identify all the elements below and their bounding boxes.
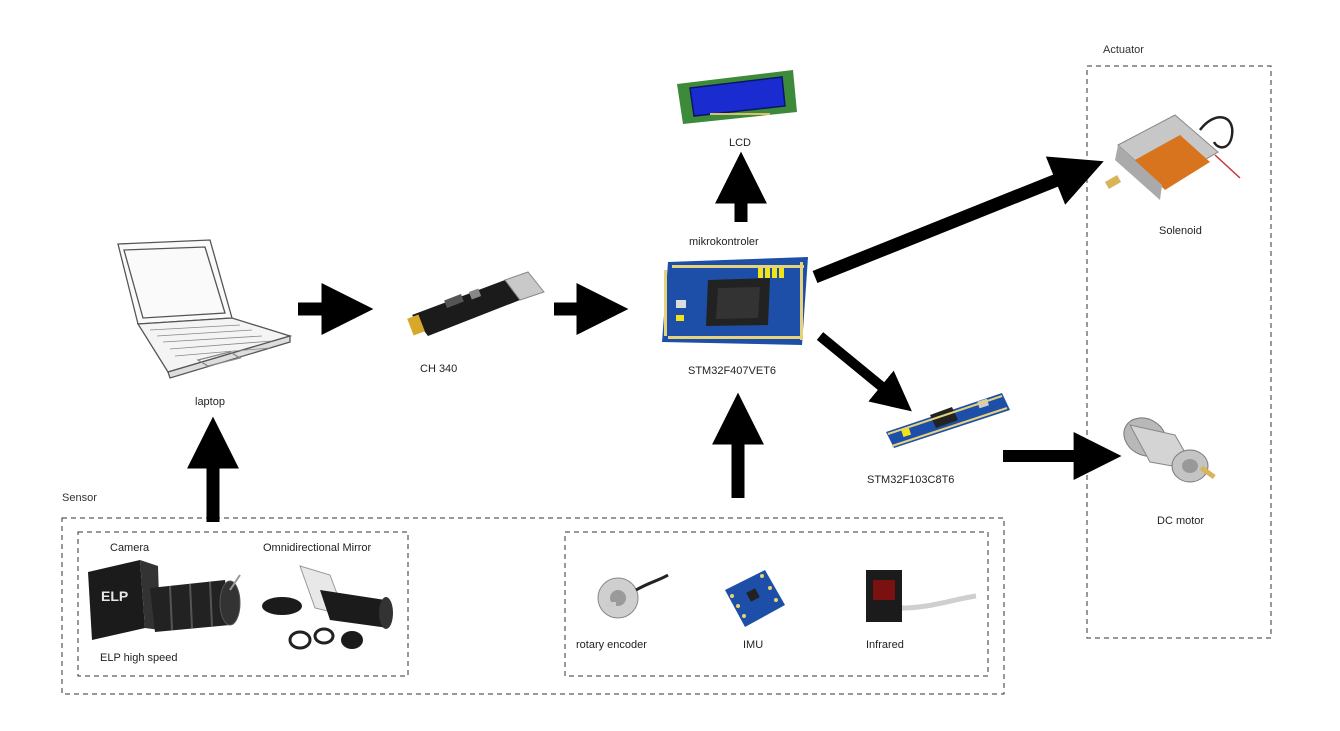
infrared-sensor-icon bbox=[866, 570, 977, 622]
actuator-group-label: Actuator bbox=[1103, 44, 1144, 56]
camera-label: Camera bbox=[110, 542, 150, 554]
actuator-group-border bbox=[1086, 65, 1272, 639]
solenoid-label: Solenoid bbox=[1159, 225, 1202, 237]
sensor-group-border bbox=[61, 517, 1005, 695]
infrared-label: Infrared bbox=[866, 639, 904, 651]
lcd-label: LCD bbox=[729, 137, 752, 149]
camera-icon bbox=[88, 560, 241, 640]
omnidirectional-mirror-icon bbox=[262, 565, 393, 650]
lcd-module-icon bbox=[677, 70, 797, 124]
camera-brand-logo: ELP bbox=[101, 588, 129, 604]
vision-subgroup-border bbox=[77, 531, 409, 677]
stm32f407-board-icon bbox=[662, 257, 808, 345]
camera-model-label: ELP high speed bbox=[100, 652, 178, 664]
imu-icon bbox=[725, 570, 785, 627]
solenoid-icon bbox=[1104, 114, 1241, 200]
ch340-label: CH 340 bbox=[420, 363, 458, 375]
ch340-module-icon bbox=[407, 271, 545, 336]
imu-label: IMU bbox=[743, 639, 764, 651]
arrow-mcu-to-stm32f103 bbox=[816, 332, 912, 412]
sensors-subgroup-border bbox=[564, 531, 989, 677]
stm32f103-board-icon bbox=[886, 393, 1010, 448]
dc-motor-label: DC motor bbox=[1157, 515, 1205, 527]
omnidirectional-mirror-label: Omnidirectional Mirror bbox=[263, 542, 372, 554]
arrow-mcu-to-solenoid bbox=[812, 156, 1104, 284]
rotary-encoder-icon bbox=[597, 573, 669, 619]
stm32f407-label: STM32F407VET6 bbox=[688, 365, 777, 377]
rotary-encoder-label: rotary encoder bbox=[576, 639, 647, 651]
laptop-icon bbox=[117, 239, 293, 379]
dc-motor-icon bbox=[1123, 417, 1216, 483]
stm32f103-label: STM32F103C8T6 bbox=[867, 474, 955, 486]
microcontroller-title: mikrokontroler bbox=[689, 236, 759, 248]
laptop-label: laptop bbox=[195, 396, 225, 408]
sensor-group-label: Sensor bbox=[62, 492, 97, 504]
